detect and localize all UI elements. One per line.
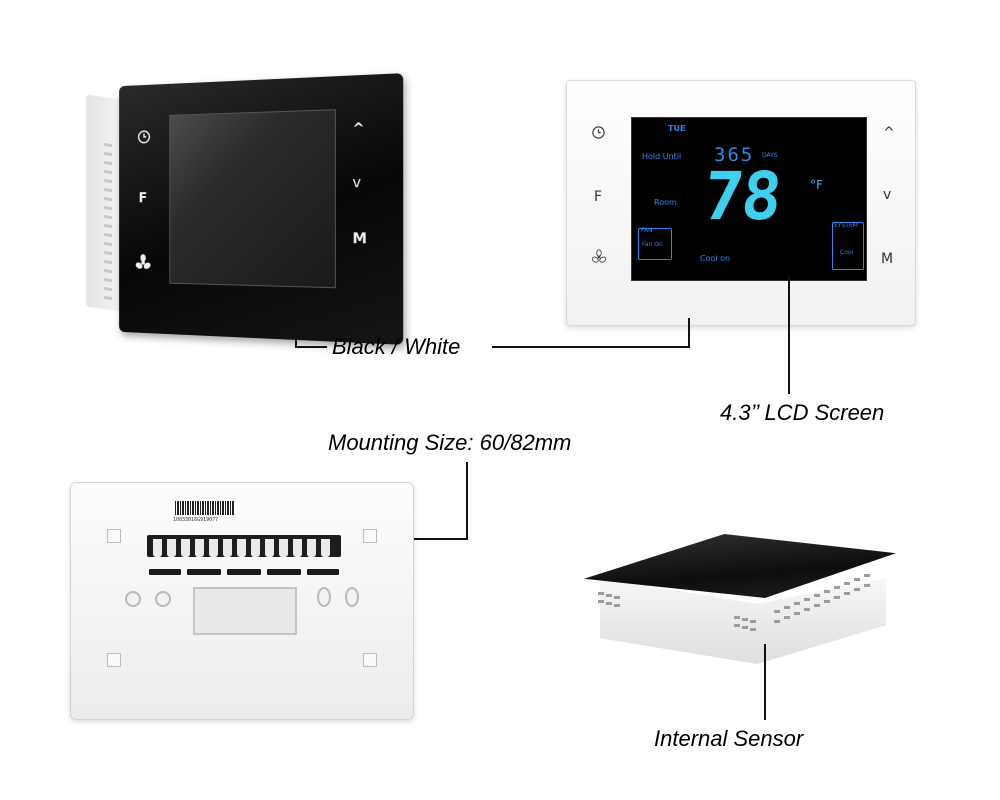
down-arrow-icon: v [352,174,362,192]
fan-icon [591,249,607,269]
lcd-temp-unit: °F [810,178,823,192]
caption-lcd-screen: 4.3’’ LCD Screen [720,400,885,425]
caption-internal-sensor: Internal Sensor [654,726,804,751]
leader-line [764,644,766,720]
side-view-thermostat-photo [584,534,896,664]
wire-cutout [193,587,297,635]
white-thermostat-photo: F ^ v M TUE Hold Until 365 DAYS Room 78 … [566,80,916,326]
terminal-bar [307,569,339,575]
up-arrow-icon: ^ [352,120,365,138]
black-thermostat-face: F ^ v M [119,73,404,345]
mounting-hole [125,591,141,607]
leader-line [295,346,327,348]
barcode [175,501,235,515]
lcd-fan-title: FAN [641,227,653,234]
terminal-bar [149,569,181,575]
lcd-cool-on: Cool on [700,254,731,263]
terminal-bar [267,569,301,575]
corner-tab [107,529,121,543]
lcd-day: TUE [668,124,686,133]
leader-line [788,276,790,394]
fan-key-label: F [594,189,603,205]
fan-icon [134,254,152,275]
leader-line [295,308,297,348]
mounting-hole [317,587,331,607]
mounting-hole [345,587,359,607]
leader-line [466,462,468,540]
terminal-block [147,535,341,557]
lcd-room-label: Room [654,198,677,207]
corner-tab [107,653,121,667]
lcd-fan-value: Fan On [642,241,663,248]
leader-line [688,318,690,348]
leader-line [414,538,468,540]
clock-icon [591,125,606,144]
terminal-bar [227,569,261,575]
back-plate-photo: 10033016G919077 [70,482,414,720]
mode-key-label: M [352,230,367,248]
barcode-text: 10033016G919077 [173,517,219,523]
caption-mounting-size: Mounting Size: 60/82mm [328,430,572,455]
fan-key-label: F [138,190,148,207]
terminal-bar [187,569,221,575]
mode-key-label: M [881,251,894,267]
lcd-fan-box: FAN Fan On [638,227,672,260]
lcd-days-value: 365 [714,144,755,166]
lcd-display: TUE Hold Until 365 DAYS Room 78 °F FAN F… [631,117,867,281]
lcd-system-title: SYSTEM [834,222,858,229]
lcd-hold-until: Hold Until [642,152,682,161]
caption-black-white: Black / White [332,334,461,359]
lcd-system-box: SYSTEM Cool [832,222,864,270]
black-thermostat-photo: F ^ v M [78,72,404,345]
corner-tab [363,653,377,667]
lcd-temperature: 78 [699,158,784,235]
down-arrow-icon: v [883,187,892,203]
black-thermostat-screen [169,109,336,289]
up-arrow-icon: ^ [883,125,895,141]
mounting-hole [155,591,171,607]
lcd-days-unit: DAYS [762,152,778,159]
corner-tab [363,529,377,543]
leader-line [492,346,689,348]
lcd-system-value: Cool [840,249,854,256]
clock-icon [137,129,151,149]
